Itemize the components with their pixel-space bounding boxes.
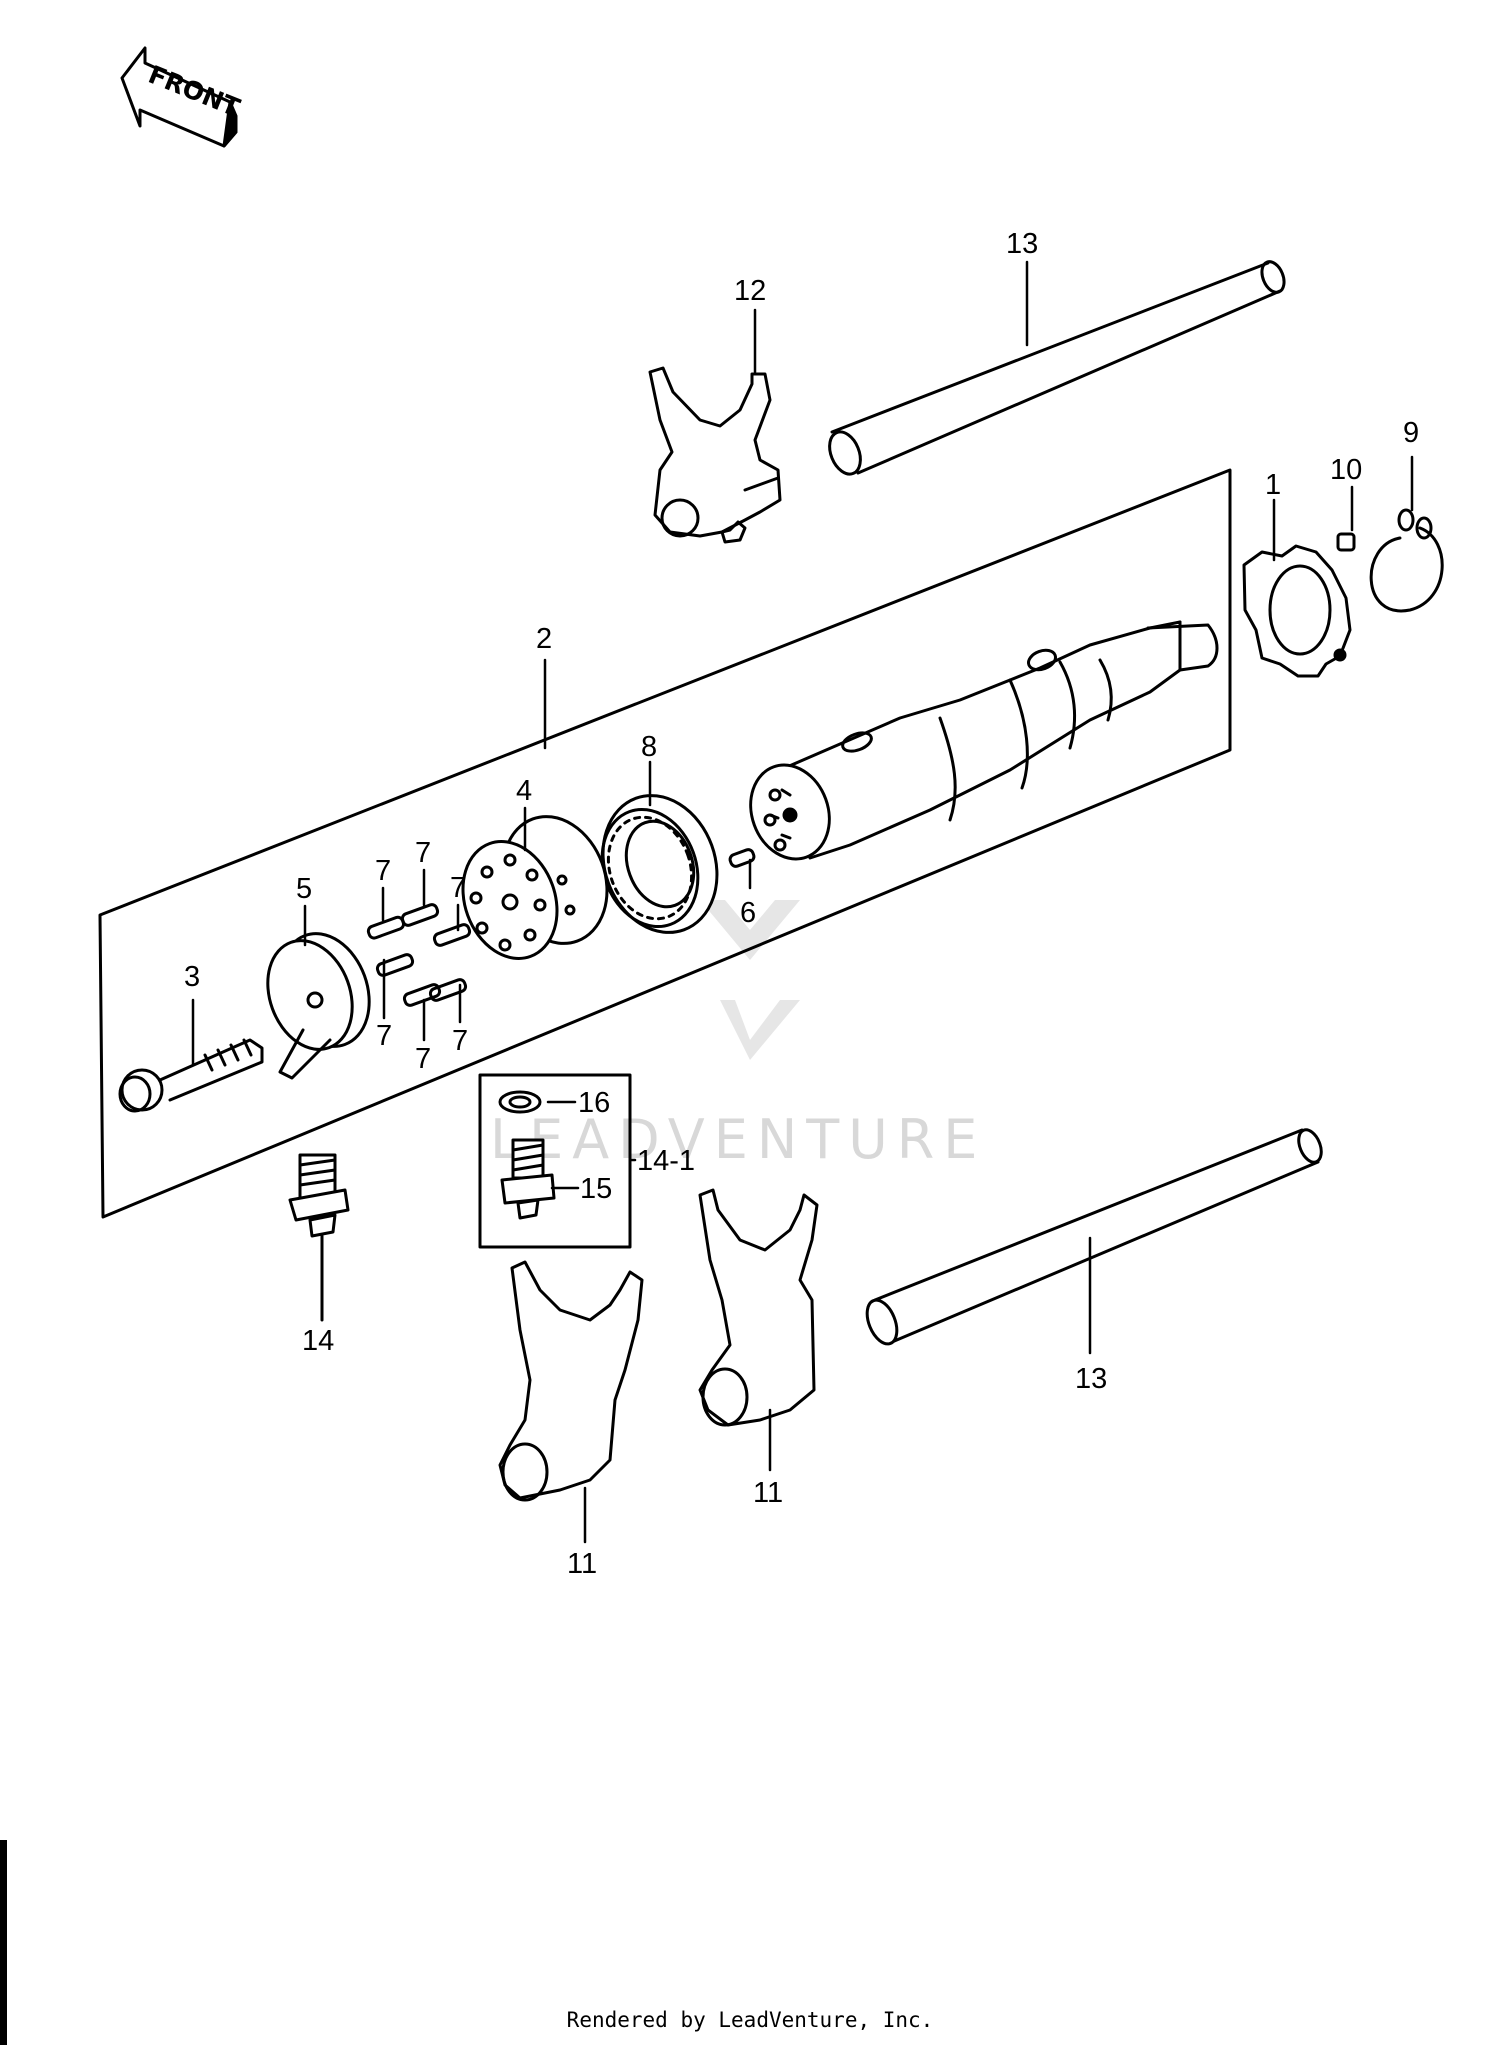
neutral-switch-14	[288, 1153, 350, 1322]
bolt-3	[118, 1038, 264, 1113]
callout-13-lower: 13	[1075, 1363, 1107, 1395]
cam-plate-5	[266, 932, 371, 1080]
callout-1: 1	[1265, 469, 1281, 501]
leadventure-watermark: LEADVENTURE	[490, 900, 986, 1171]
callout-13-upper: 13	[1006, 228, 1038, 260]
callout-15: 15	[580, 1173, 612, 1205]
shift-rod-upper	[828, 260, 1286, 476]
callout-8: 8	[641, 731, 657, 763]
callout-3: 3	[184, 961, 200, 993]
scan-edge-bar	[0, 1840, 7, 2045]
callout-7-e: 7	[415, 1043, 431, 1075]
callout-7-f: 7	[452, 1025, 468, 1057]
callout-9: 9	[1403, 417, 1419, 449]
callout-10: 10	[1330, 454, 1362, 486]
assembly-frame	[98, 468, 1232, 1219]
shift-fork-12	[648, 366, 782, 544]
shift-fork-11-right	[698, 1188, 819, 1427]
callout-12: 12	[734, 275, 766, 307]
callout-11-left: 11	[567, 1548, 597, 1580]
callout-labels: 13 12 1 10 9 2 8 4 6 5 7 7 7 7 7 7 3 16 …	[184, 228, 1419, 1580]
callout-14: 14	[302, 1325, 334, 1357]
pin-10	[1336, 532, 1356, 552]
callout-7-a: 7	[375, 855, 391, 887]
callout-6: 6	[740, 897, 756, 929]
drum-holder	[1242, 544, 1352, 678]
callout-7-c: 7	[450, 872, 466, 904]
leader-lines	[191, 260, 1414, 1544]
gear-change-drum	[749, 620, 1219, 861]
callout-5: 5	[296, 873, 312, 905]
callout-14-1: 14-1	[637, 1145, 695, 1177]
bearing-8	[600, 794, 719, 934]
shift-fork-11-left	[498, 1260, 644, 1502]
watermark-text: LEADVENTURE	[490, 1108, 986, 1171]
callout-2: 2	[536, 623, 552, 655]
callout-11-right: 11	[753, 1477, 783, 1509]
front-arrow-icon: FRONT	[120, 46, 244, 148]
circlip-9	[1369, 508, 1444, 613]
footer-credit: Rendered by LeadVenture, Inc.	[566, 2008, 934, 2032]
callout-7-d: 7	[376, 1020, 392, 1052]
callout-4: 4	[516, 775, 532, 807]
pin-plate-4	[461, 815, 609, 960]
callout-7-b: 7	[415, 837, 431, 869]
callout-16: 16	[578, 1087, 610, 1119]
shift-rod-lower	[865, 1128, 1323, 1346]
pin-6	[728, 848, 756, 868]
